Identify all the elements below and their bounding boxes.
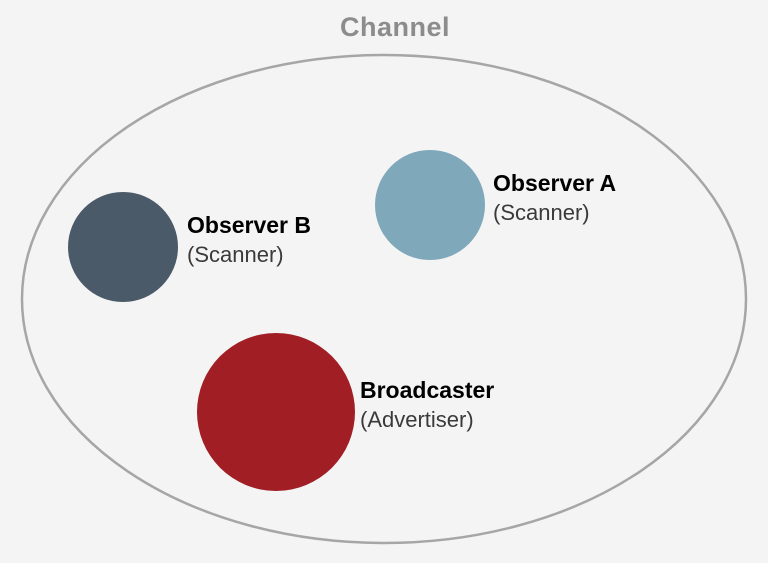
observer-a-role: (Scanner) <box>493 200 590 225</box>
channel-boundary <box>20 53 748 545</box>
broadcaster-node <box>197 333 355 491</box>
observer-a-name: Observer A <box>493 170 617 196</box>
observer-b-node <box>68 192 178 302</box>
observer-b-name: Observer B <box>187 212 312 238</box>
observer-b-role: (Scanner) <box>187 242 284 267</box>
observer-a-label: Observer A (Scanner) <box>493 168 616 228</box>
broadcaster-label: Broadcaster (Advertiser) <box>360 375 494 435</box>
broadcaster-name: Broadcaster <box>360 377 495 403</box>
broadcaster-role: (Advertiser) <box>360 407 474 432</box>
observer-a-node <box>375 150 485 260</box>
observer-b-label: Observer B (Scanner) <box>187 210 311 270</box>
channel-title: Channel <box>339 12 450 42</box>
